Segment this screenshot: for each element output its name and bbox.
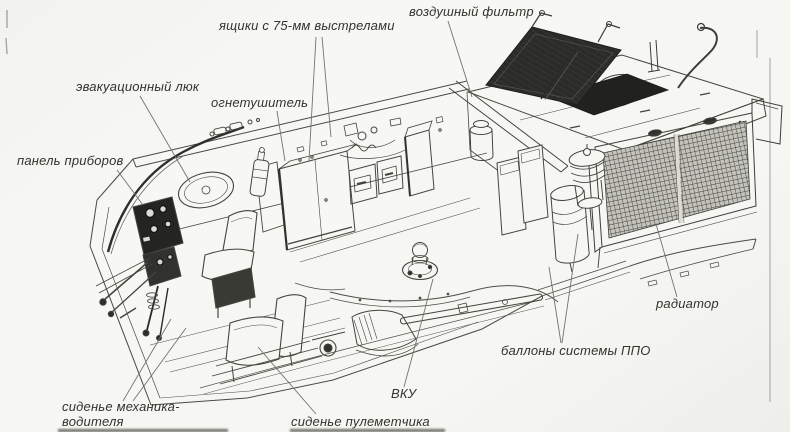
vku-device: [401, 242, 439, 281]
wall-equipment: [106, 116, 444, 255]
leader-instrument-panel: [116, 169, 144, 206]
leader-fire-extinguisher: [276, 110, 286, 162]
scan-smudge-left: [58, 429, 228, 432]
label-ppo-cylinders: баллоны системы ППО: [501, 343, 651, 358]
leader-lines: [116, 20, 678, 415]
label-ammo-boxes: ящики с 75-мм выстрелами: [219, 18, 395, 33]
leader-evacuation-hatch: [139, 95, 191, 183]
rear-floor-wing: [597, 238, 757, 287]
label-radiator: радиатор: [656, 296, 719, 311]
ppo-cylinders-and-tanks: [469, 120, 606, 273]
leader-radiator: [655, 223, 678, 298]
gunner-seat-cushion: [225, 316, 284, 366]
seats: [201, 210, 346, 385]
leader-vku: [403, 278, 434, 388]
leader-gunner-seat: [257, 346, 317, 415]
label-air-filter: воздушный фильтр: [409, 4, 534, 19]
label-driver-seat: сиденье механика-водителя: [62, 399, 180, 429]
air-filter-hatch-lid: [485, 10, 718, 116]
driver-station: [95, 171, 235, 341]
leader-driver-seat: [122, 318, 187, 402]
radiator-grille: [587, 98, 783, 254]
fire-extinguisher: [249, 147, 270, 197]
evacuation-hatch-circle: [177, 171, 235, 209]
floor-mechanisms: [351, 242, 543, 357]
leader-air-filter: [447, 20, 473, 98]
label-vku: ВКУ: [391, 386, 417, 401]
label-instrument-panel: панель приборов: [17, 153, 124, 168]
scan-smudge-center: [290, 429, 445, 432]
instrument-panel-face: [132, 196, 184, 256]
scan-artifacts: [5, 10, 771, 402]
label-fire-extinguisher: огнетушитель: [211, 95, 309, 110]
label-evacuation-hatch: эвакуационный люк: [76, 79, 200, 94]
leader-ppo-cylinders: [548, 233, 579, 344]
label-gunner-seat: сиденье пулеметчика: [291, 414, 430, 429]
leader-ammo-boxes: [308, 36, 332, 162]
